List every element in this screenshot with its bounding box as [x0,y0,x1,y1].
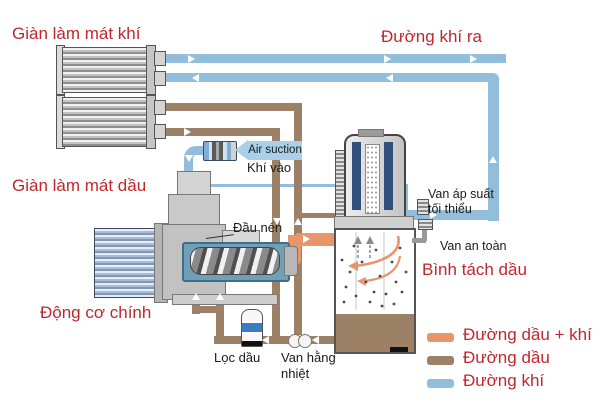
separator-top-cap [358,129,384,137]
oil-separator-tank [334,228,416,354]
air-cooler-label: Giàn làm mát khí [12,24,141,43]
separator-center-tube [365,144,380,214]
air-cooler-header [146,45,156,95]
flow-arrow [192,74,199,82]
oil-pipe-injection-right [216,288,224,344]
air-suction-filter [203,141,237,161]
legend-label-air: Đường khí [463,371,545,390]
min-pressure-valve-label-line2: tối thiểu [428,202,472,216]
flow-arrow [294,218,302,225]
flow-arrow [312,336,319,344]
oil-cooler-label: Giàn làm mát dầu [12,176,147,195]
flow-arrow [384,55,391,63]
legend-label-oil-air: Đường dầu + khí [463,325,592,344]
air-pipe-right-vertical [488,73,499,221]
air-cooler-port-bottom [154,71,166,86]
safety-valve [418,219,433,230]
tank-drain-outlet [390,347,408,352]
compressor-base-plate [172,294,278,305]
air-out-label: Đường khí ra [381,27,482,46]
tank-oil-pool [336,314,414,352]
main-motor [94,228,158,298]
flow-arrow [273,218,281,225]
oil-cooler-header [146,95,156,149]
air-pipe-control-line [208,184,408,187]
air-pipe-control-drop [405,184,408,212]
legend-swatch-air [427,379,454,388]
oil-cooler-port-top [154,100,166,115]
legend-swatch-oil-air [427,333,454,342]
flow-arrow [185,155,193,162]
legend-label-oil: Đường dầu [463,348,550,367]
screw-rotor [190,247,280,275]
thermostatic-valve-right [298,334,312,348]
oil-pipe-cooler-bottom-horizontal [162,128,280,136]
discharge-cap [284,246,298,276]
flow-arrow [216,293,224,300]
intake-valve-top [177,171,211,197]
flow-arrow [188,55,195,63]
oil-separator-label: Bình tách dầu [422,260,527,279]
flow-arrow [184,128,191,136]
air-cooler [62,47,150,93]
separator-media-left [352,142,361,210]
oil-pipe-injection-link [192,306,224,313]
oil-pipe-scavenge-line [300,213,340,218]
flow-arrow [262,336,269,344]
oil-filter-band [242,322,262,333]
air-pipe-return-horizontal [158,73,492,82]
thermostatic-valve-label-line2: nhiệt [281,366,310,381]
tank-interior-graphic [340,232,408,310]
flow-arrow [470,55,477,63]
oil-cooler [62,97,150,147]
thermostatic-valve-label: Van hằng nhiệt [281,350,336,382]
air-suction-arrow-icon: Air suction [235,140,302,160]
min-pressure-valve-label: Van áp suất tối thiểu [428,187,494,217]
oil-filter-label: Lọc dầu [214,350,261,365]
air-suction-label-en: Air suction [248,144,302,156]
air-suction-label-vi: Khí vào [247,160,292,175]
oil-pipe-cooler-bottom-vertical [272,128,280,339]
flow-arrow [192,293,200,300]
compression-head-label: Đầu nén [233,220,283,235]
min-pressure-valve-label-line1: Van áp suất [428,187,494,201]
flow-arrow [303,235,310,243]
safety-valve-label: Van an toàn [440,239,507,253]
thermostatic-valve-label-line1: Van hằng [281,350,336,365]
flow-arrow [489,156,497,163]
safety-valve-pipe-h [412,238,426,243]
discharge-pipe-to-tank [296,233,334,246]
min-pressure-valve [417,199,429,215]
legend-swatch-oil [427,356,454,365]
flow-arrow [430,211,437,219]
air-pipe-separator-outlet [404,210,494,220]
safety-valve-pipe-v [422,227,427,241]
flow-arrow [386,74,393,82]
oil-cooler-port-bottom [154,124,166,139]
air-cooler-port-top [154,51,166,66]
oil-pipe-cooler-top-horizontal [162,103,302,111]
oil-filter-base [242,341,262,346]
oil-pipe-bottom-main [214,336,334,344]
air-pipe-outlet [158,54,506,63]
intake-valve-base [168,194,220,228]
separator-media-right [384,142,393,210]
oil-filter [241,309,263,347]
main-motor-label: Động cơ chính [40,303,152,322]
